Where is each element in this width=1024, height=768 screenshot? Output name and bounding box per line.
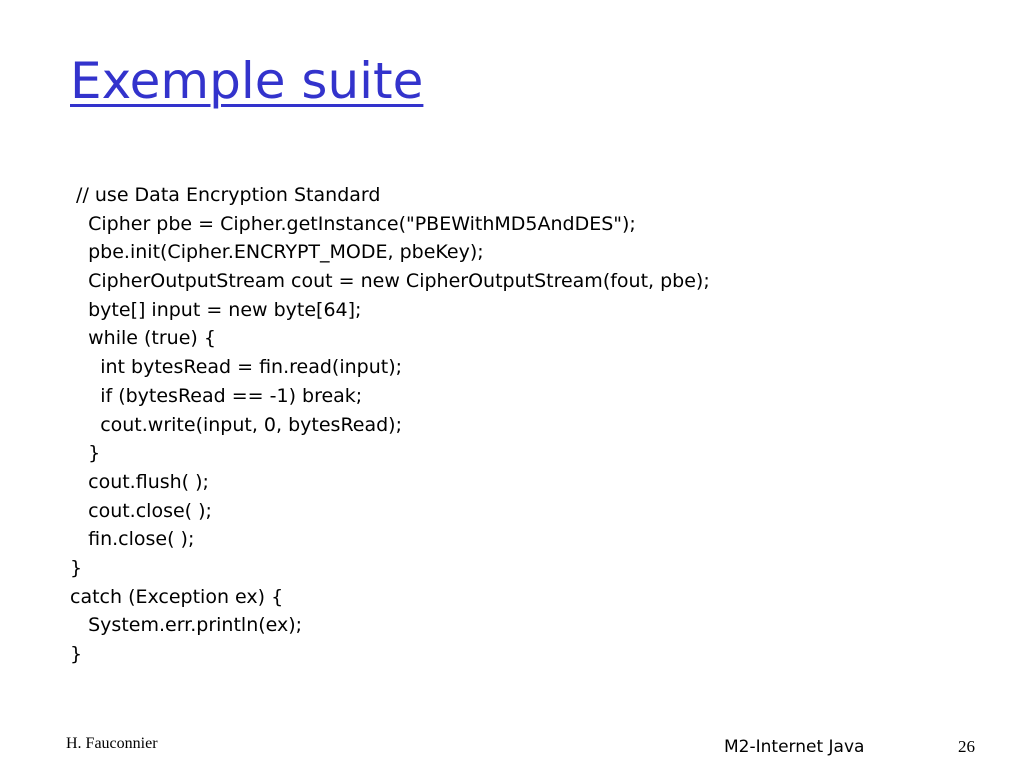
code-line: // use Data Encryption Standard (70, 184, 381, 206)
code-line: fin.close( ); (70, 528, 195, 551)
code-line: } (70, 442, 101, 465)
code-line: int bytesRead = fin.read(input); (70, 356, 403, 379)
code-line: cout.flush( ); (70, 470, 209, 493)
slide-title: Exemple suite (70, 52, 424, 110)
footer-author: H. Fauconnier (66, 735, 158, 752)
code-line: while (true) { (70, 327, 216, 350)
code-line: } (70, 643, 83, 665)
code-line: pbe.init(Cipher.ENCRYPT_MODE, pbeKey); (70, 241, 484, 264)
page-number: 26 (958, 737, 975, 756)
code-line: System.err.println(ex); (70, 614, 303, 637)
code-line: CipherOutputStream cout = new CipherOutp… (70, 270, 710, 293)
footer-course: M2-Internet Java (724, 737, 865, 757)
code-line: if (bytesRead == -1) break; (70, 384, 363, 407)
code-line: cout.write(input, 0, bytesRead); (70, 413, 402, 436)
code-line: Cipher pbe = Cipher.getInstance("PBEWith… (70, 212, 636, 235)
code-line: byte[] input = new byte[64]; (70, 298, 362, 321)
code-line: catch (Exception ex) { (70, 585, 284, 608)
code-block: // use Data Encryption Standard Cipher p… (70, 181, 710, 669)
code-line: cout.close( ); (70, 499, 212, 522)
code-line: } (70, 556, 83, 579)
